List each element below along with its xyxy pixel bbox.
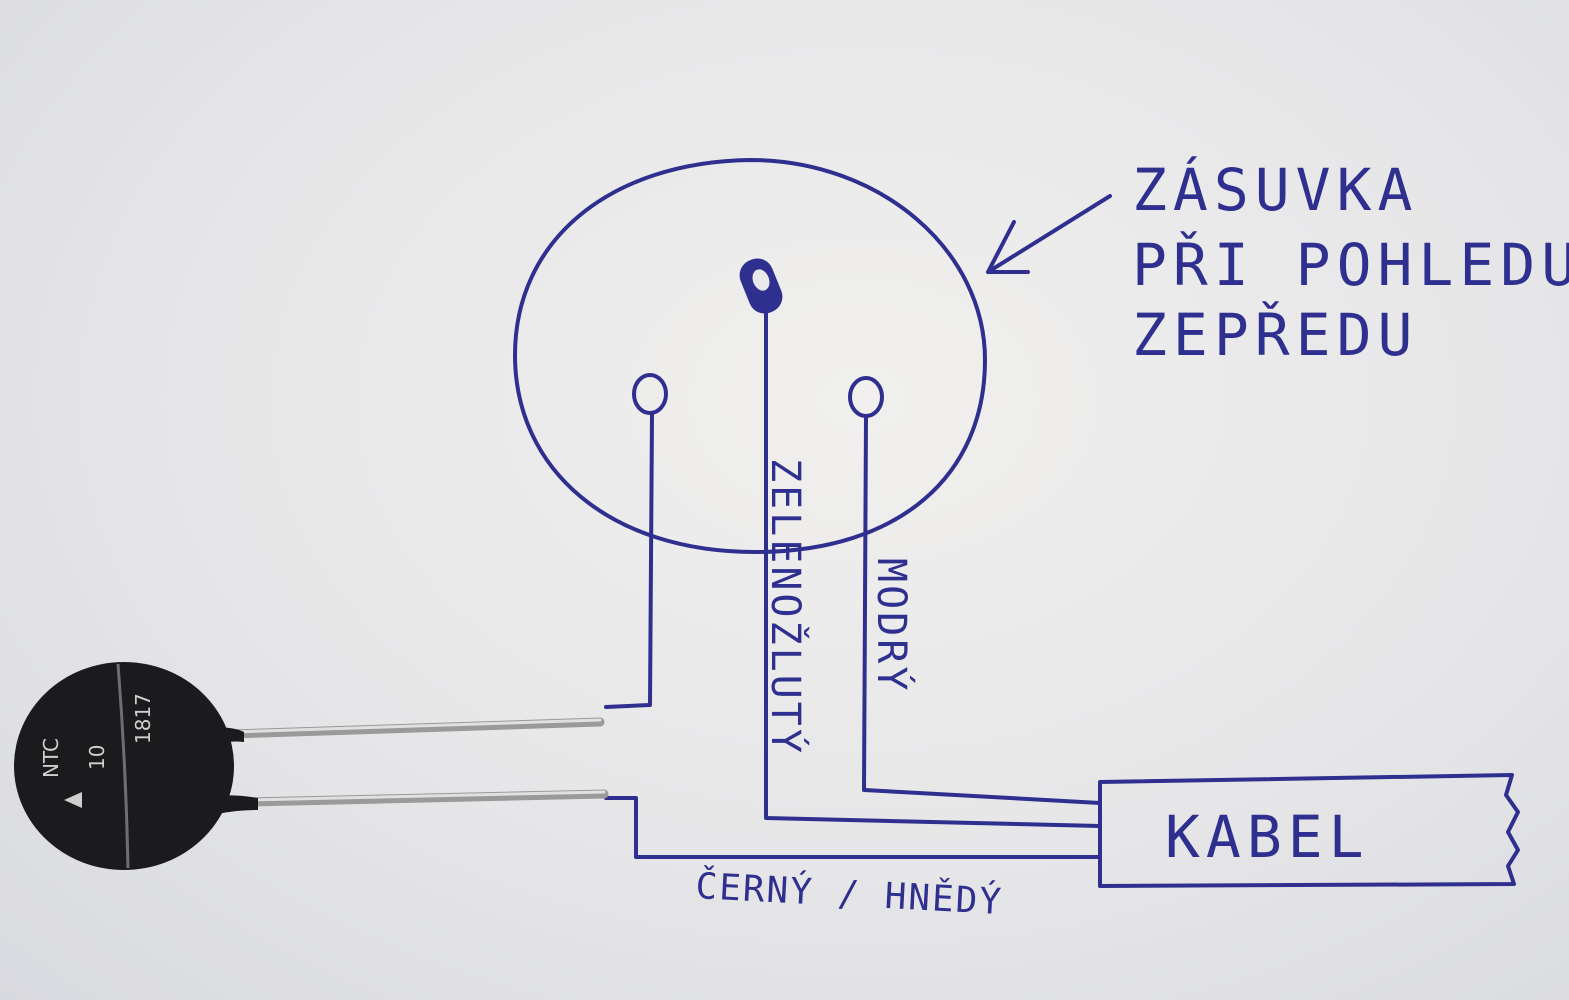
cable-label: KABEL (1165, 803, 1370, 871)
cable-box (1098, 773, 1520, 888)
thermistor-type: NTC (39, 738, 63, 778)
socket-outline (513, 158, 987, 554)
ntc-thermistor: NTC 10 1817 (14, 662, 609, 870)
note-line-3: ZEPŘEDU (1132, 300, 1418, 369)
wire-label-black-brown: ČERNÝ / HNĚDÝ (695, 865, 1005, 923)
arrow-icon (986, 194, 1112, 274)
thermistor-value: 10 (85, 745, 109, 770)
note-line-1: ZÁSUVKA (1132, 155, 1418, 224)
wire-blue (862, 415, 1102, 805)
wire-green-yellow (764, 312, 1102, 828)
wire-label-green-yellow: ZELENOŽLUTÝ (762, 458, 810, 756)
wire-label-blue: MODRÝ (868, 558, 916, 693)
wire-left (604, 412, 654, 709)
wire-black-brown (604, 796, 1102, 859)
thermistor-triangle-icon (64, 792, 82, 808)
ground-pin-icon (739, 258, 783, 314)
thermistor-lead-bottom (245, 789, 609, 807)
thermistor-code: 1817 (131, 693, 155, 744)
thermistor-lead-top (227, 717, 605, 739)
note-line-2: PŘI POHLEDU (1132, 230, 1569, 299)
right-pin-hole-icon (848, 376, 884, 418)
left-pin-hole-icon (632, 373, 668, 415)
